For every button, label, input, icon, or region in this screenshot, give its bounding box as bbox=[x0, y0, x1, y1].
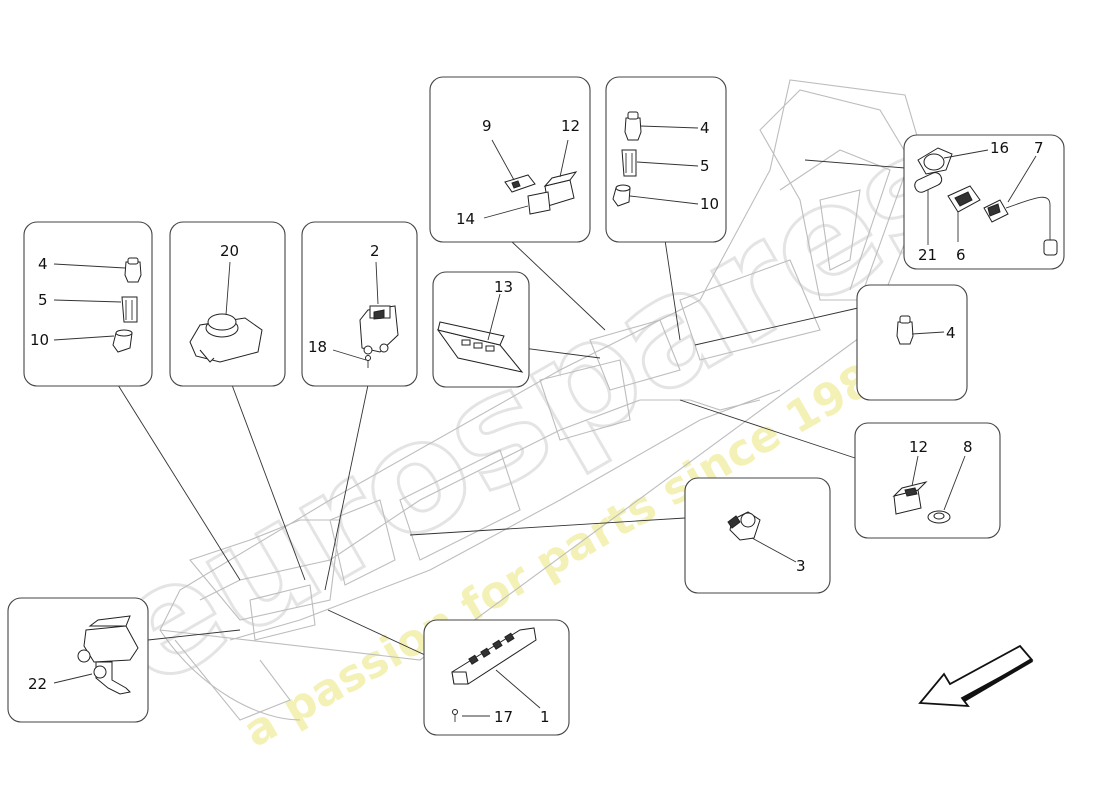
callout-16: 16 bbox=[990, 139, 1009, 157]
box-b: 20 bbox=[169, 221, 286, 387]
center-console bbox=[159, 79, 931, 721]
part-6-socket bbox=[947, 185, 981, 213]
callout-10: 10 bbox=[700, 195, 719, 213]
callout-20: 20 bbox=[220, 242, 239, 260]
box-k: 22 bbox=[7, 597, 149, 723]
callout-2: 2 bbox=[370, 242, 380, 260]
callout-22: 22 bbox=[28, 675, 47, 693]
callout-13: 13 bbox=[494, 278, 513, 296]
box-h: 4 bbox=[856, 284, 968, 401]
box-i: 12 8 bbox=[854, 422, 1001, 539]
box-c: 2 18 bbox=[301, 221, 418, 387]
callout-12: 12 bbox=[561, 117, 580, 135]
part-10-ring bbox=[612, 184, 631, 207]
callout-6: 6 bbox=[956, 246, 966, 264]
part-16-cover bbox=[917, 147, 953, 175]
part-12-block bbox=[892, 481, 928, 515]
part-20-controller bbox=[189, 313, 263, 363]
part-4-cap bbox=[896, 315, 914, 345]
box-d: 9 12 14 bbox=[429, 76, 591, 243]
callout-1: 1 bbox=[540, 708, 550, 726]
callout-3: 3 bbox=[796, 557, 806, 575]
box-e: 4 5 10 bbox=[605, 76, 727, 243]
part-22-connector bbox=[77, 615, 139, 695]
part-4-cap bbox=[124, 257, 142, 283]
callout-4: 4 bbox=[700, 119, 710, 137]
part-7-usb bbox=[983, 196, 1058, 256]
part-8-ring bbox=[927, 510, 951, 524]
direction-arrow-icon bbox=[918, 644, 1034, 708]
part-2-switch bbox=[359, 305, 399, 355]
callout-8: 8 bbox=[963, 438, 973, 456]
callout-12: 12 bbox=[909, 438, 928, 456]
part-21-cylinder bbox=[914, 172, 943, 193]
callout-21: 21 bbox=[918, 246, 937, 264]
part-1-switch-panel bbox=[451, 627, 537, 685]
part-5-socket bbox=[121, 296, 138, 323]
part-10-ring bbox=[112, 329, 133, 353]
callout-17: 17 bbox=[494, 708, 513, 726]
callout-5: 5 bbox=[38, 291, 48, 309]
part-14-block bbox=[527, 191, 551, 215]
part-5-socket bbox=[621, 149, 637, 177]
leader-lines bbox=[117, 159, 906, 656]
box-a: 4 5 10 bbox=[23, 221, 153, 387]
callout-10: 10 bbox=[30, 331, 49, 349]
callout-5: 5 bbox=[700, 157, 710, 175]
callout-4: 4 bbox=[946, 324, 956, 342]
part-17-screw bbox=[452, 709, 458, 722]
box-g: 16 7 21 6 bbox=[903, 134, 1065, 270]
callout-18: 18 bbox=[308, 338, 327, 356]
box-f: 13 bbox=[432, 271, 530, 388]
part-13-panel bbox=[436, 321, 524, 373]
part-4-cap bbox=[624, 111, 642, 141]
part-3-lamp bbox=[727, 511, 761, 541]
callout-14: 14 bbox=[456, 210, 475, 228]
callout-4: 4 bbox=[38, 255, 48, 273]
part-18-screw bbox=[365, 355, 371, 368]
callout-7: 7 bbox=[1034, 139, 1044, 157]
box-l: 1 17 bbox=[423, 619, 570, 736]
callout-9: 9 bbox=[482, 117, 492, 135]
part-9-clip bbox=[504, 174, 536, 193]
box-j: 3 bbox=[684, 477, 831, 594]
